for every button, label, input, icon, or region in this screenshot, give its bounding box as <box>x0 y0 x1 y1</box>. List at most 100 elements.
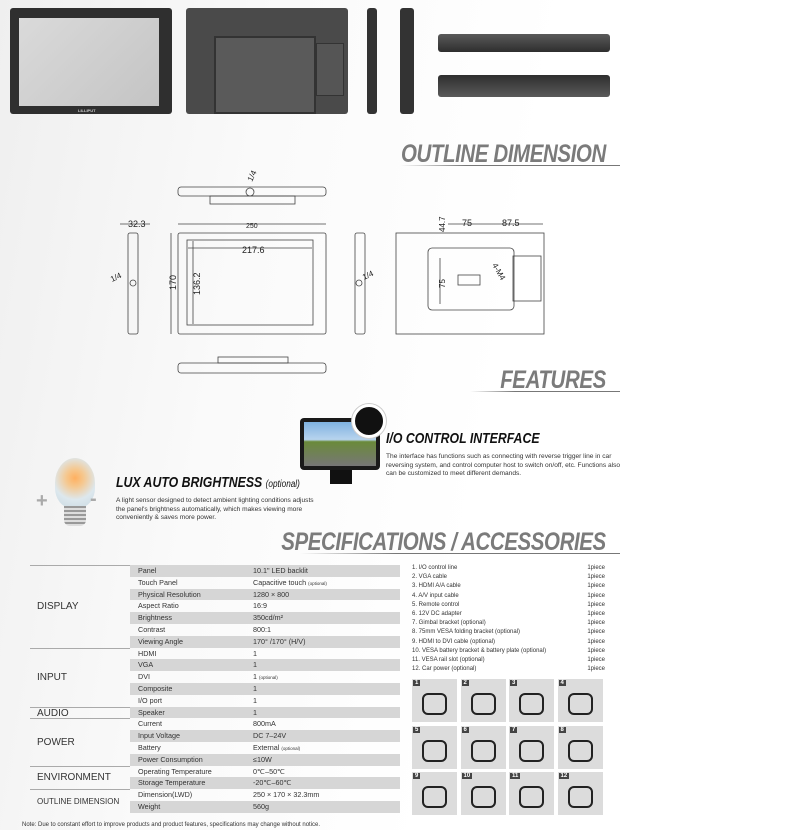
back-view-photo <box>186 8 348 114</box>
svg-text:32.3: 32.3 <box>128 219 146 229</box>
spec-key: Contrast <box>138 625 166 634</box>
spec-value-text: 1 <box>253 707 257 717</box>
spec-value-text: 350cd/m² <box>253 613 283 623</box>
spec-group-label: OUTLINE DIMENSION <box>30 789 130 813</box>
spec-group-label: DISPLAY <box>30 565 130 648</box>
spec-value-text: 1 <box>253 648 257 658</box>
spec-optional: (optional) <box>259 675 278 681</box>
accessory-thumbnail: 5 <box>412 725 457 769</box>
plus-icon: + <box>36 490 48 512</box>
spec-value-text: DC 7–24V <box>253 731 287 741</box>
thumbnail-number: 11 <box>510 773 521 779</box>
thumbnail-number: 6 <box>461 726 469 733</box>
spec-value-text: 560g <box>253 802 269 811</box>
accessory-thumbnail: 6 <box>460 725 506 769</box>
spec-value-text: -20℃–60℃ <box>253 778 292 788</box>
svg-text:44.7: 44.7 <box>438 216 447 232</box>
lux-text: A light sensor designed to detect ambien… <box>116 497 314 522</box>
disclaimer-note: Note: Due to constant effort to improve … <box>22 822 321 828</box>
accessory-name: 8. 75mm VESA folding bracket (optional) <box>412 629 521 636</box>
thumbnail-number: 4 <box>558 680 566 686</box>
accessory-item: 9. HDMI to DVI cable (optional)1piece <box>412 638 605 647</box>
thumbnail-number: 7 <box>510 726 518 733</box>
accessory-thumbnail: 3 <box>509 679 554 722</box>
top-thread-label: 1/4 <box>246 170 259 183</box>
spec-value: -20℃–60℃ <box>253 777 292 790</box>
accessory-name: 4. A/V input cable <box>412 592 459 599</box>
accessory-name: 9. HDMI to DVI cable (optional) <box>412 638 496 645</box>
spec-group-label: POWER <box>30 718 130 765</box>
accessory-name: 7. Gimbal bracket (optional) <box>412 620 486 627</box>
accessory-thumbnail: 1 <box>412 679 457 722</box>
spec-value: 1 <box>253 695 257 708</box>
spec-value: 1280 × 800 <box>253 589 289 602</box>
spec-optional: (optional) <box>281 746 301 751</box>
spec-value-text: Capacitive touch <box>253 577 309 587</box>
spec-value: 0℃–50℃ <box>253 766 285 779</box>
thumbnail-number: 3 <box>510 680 518 686</box>
spec-value-text: 800:1 <box>253 625 271 634</box>
accessory-item: 4. A/V input cable 1piece <box>412 592 605 601</box>
accessory-thumbnail: 12 <box>557 772 603 815</box>
accessory-qty: 1piece <box>587 601 605 608</box>
svg-text:75: 75 <box>462 218 472 228</box>
spec-value-text: External <box>253 743 282 752</box>
spec-value: 560g <box>253 801 269 814</box>
accessory-name: 1. I/O control line <box>412 565 458 571</box>
thumbnail-number: 2 <box>461 680 469 686</box>
spec-value: 1 (optional) <box>253 671 278 684</box>
aperture-icon <box>352 404 386 438</box>
io-control-title: I/O CONTROL INTERFACE <box>386 430 540 447</box>
specs-heading: SPECIFICATIONS / ACCESSORIES <box>281 528 606 556</box>
thumbnail-number: 10 <box>461 773 473 779</box>
spec-value-text: 0℃–50℃ <box>253 766 286 776</box>
spec-group-label: AUDIO <box>30 706 130 719</box>
svg-text:75: 75 <box>438 279 447 288</box>
spec-group-label: INPUT <box>30 647 130 707</box>
spec-optional: (optional) <box>308 580 327 586</box>
spec-row: Power Consumption≤10W <box>130 753 400 766</box>
accessory-qty: 1piece <box>587 574 605 581</box>
divider <box>470 391 620 392</box>
front-view-photo: LILLIPUT <box>10 8 172 114</box>
lux-title: LUX AUTO BRIGHTNESS (optional) <box>116 474 300 491</box>
svg-text:170: 170 <box>168 275 178 290</box>
left-side-outline <box>127 232 139 335</box>
spec-value: 1 <box>253 707 257 720</box>
spec-key: Dimension(LWD) <box>138 790 193 800</box>
spec-value-text: 250 × 170 × 32.3mm <box>253 790 320 800</box>
thumbnail-number: 9 <box>413 773 421 779</box>
accessory-thumbnail: 9 <box>412 772 457 815</box>
accessory-thumbnail: 4 <box>557 679 603 722</box>
spec-key: Operating Temperature <box>138 766 212 776</box>
spec-value-text: 16:9 <box>253 601 267 611</box>
accessory-item: 6. 12V DC adapter 1piece <box>412 610 605 619</box>
top-view-photo <box>438 34 610 52</box>
spec-value: 1 <box>253 659 257 672</box>
spec-value-text: 1280 × 800 <box>253 589 290 599</box>
spec-key: Panel <box>138 566 157 575</box>
accessory-name: 11. VESA rail slot (optional) <box>412 657 485 663</box>
accessory-qty: 1piece <box>587 611 605 617</box>
features-heading: FEATURES <box>500 366 606 394</box>
spec-value: 350cd/m² <box>253 612 283 625</box>
svg-text:136.2: 136.2 <box>192 272 202 295</box>
spec-key: Composite <box>138 684 173 693</box>
spec-value: DC 7–24V <box>253 730 286 743</box>
accessory-name: 6. 12V DC adapter <box>412 611 462 617</box>
divider <box>300 553 620 554</box>
svg-text:1/4: 1/4 <box>109 271 123 284</box>
accessory-qty: 1piece <box>587 592 605 599</box>
spec-value: Capacitive touch (optional) <box>253 577 327 590</box>
